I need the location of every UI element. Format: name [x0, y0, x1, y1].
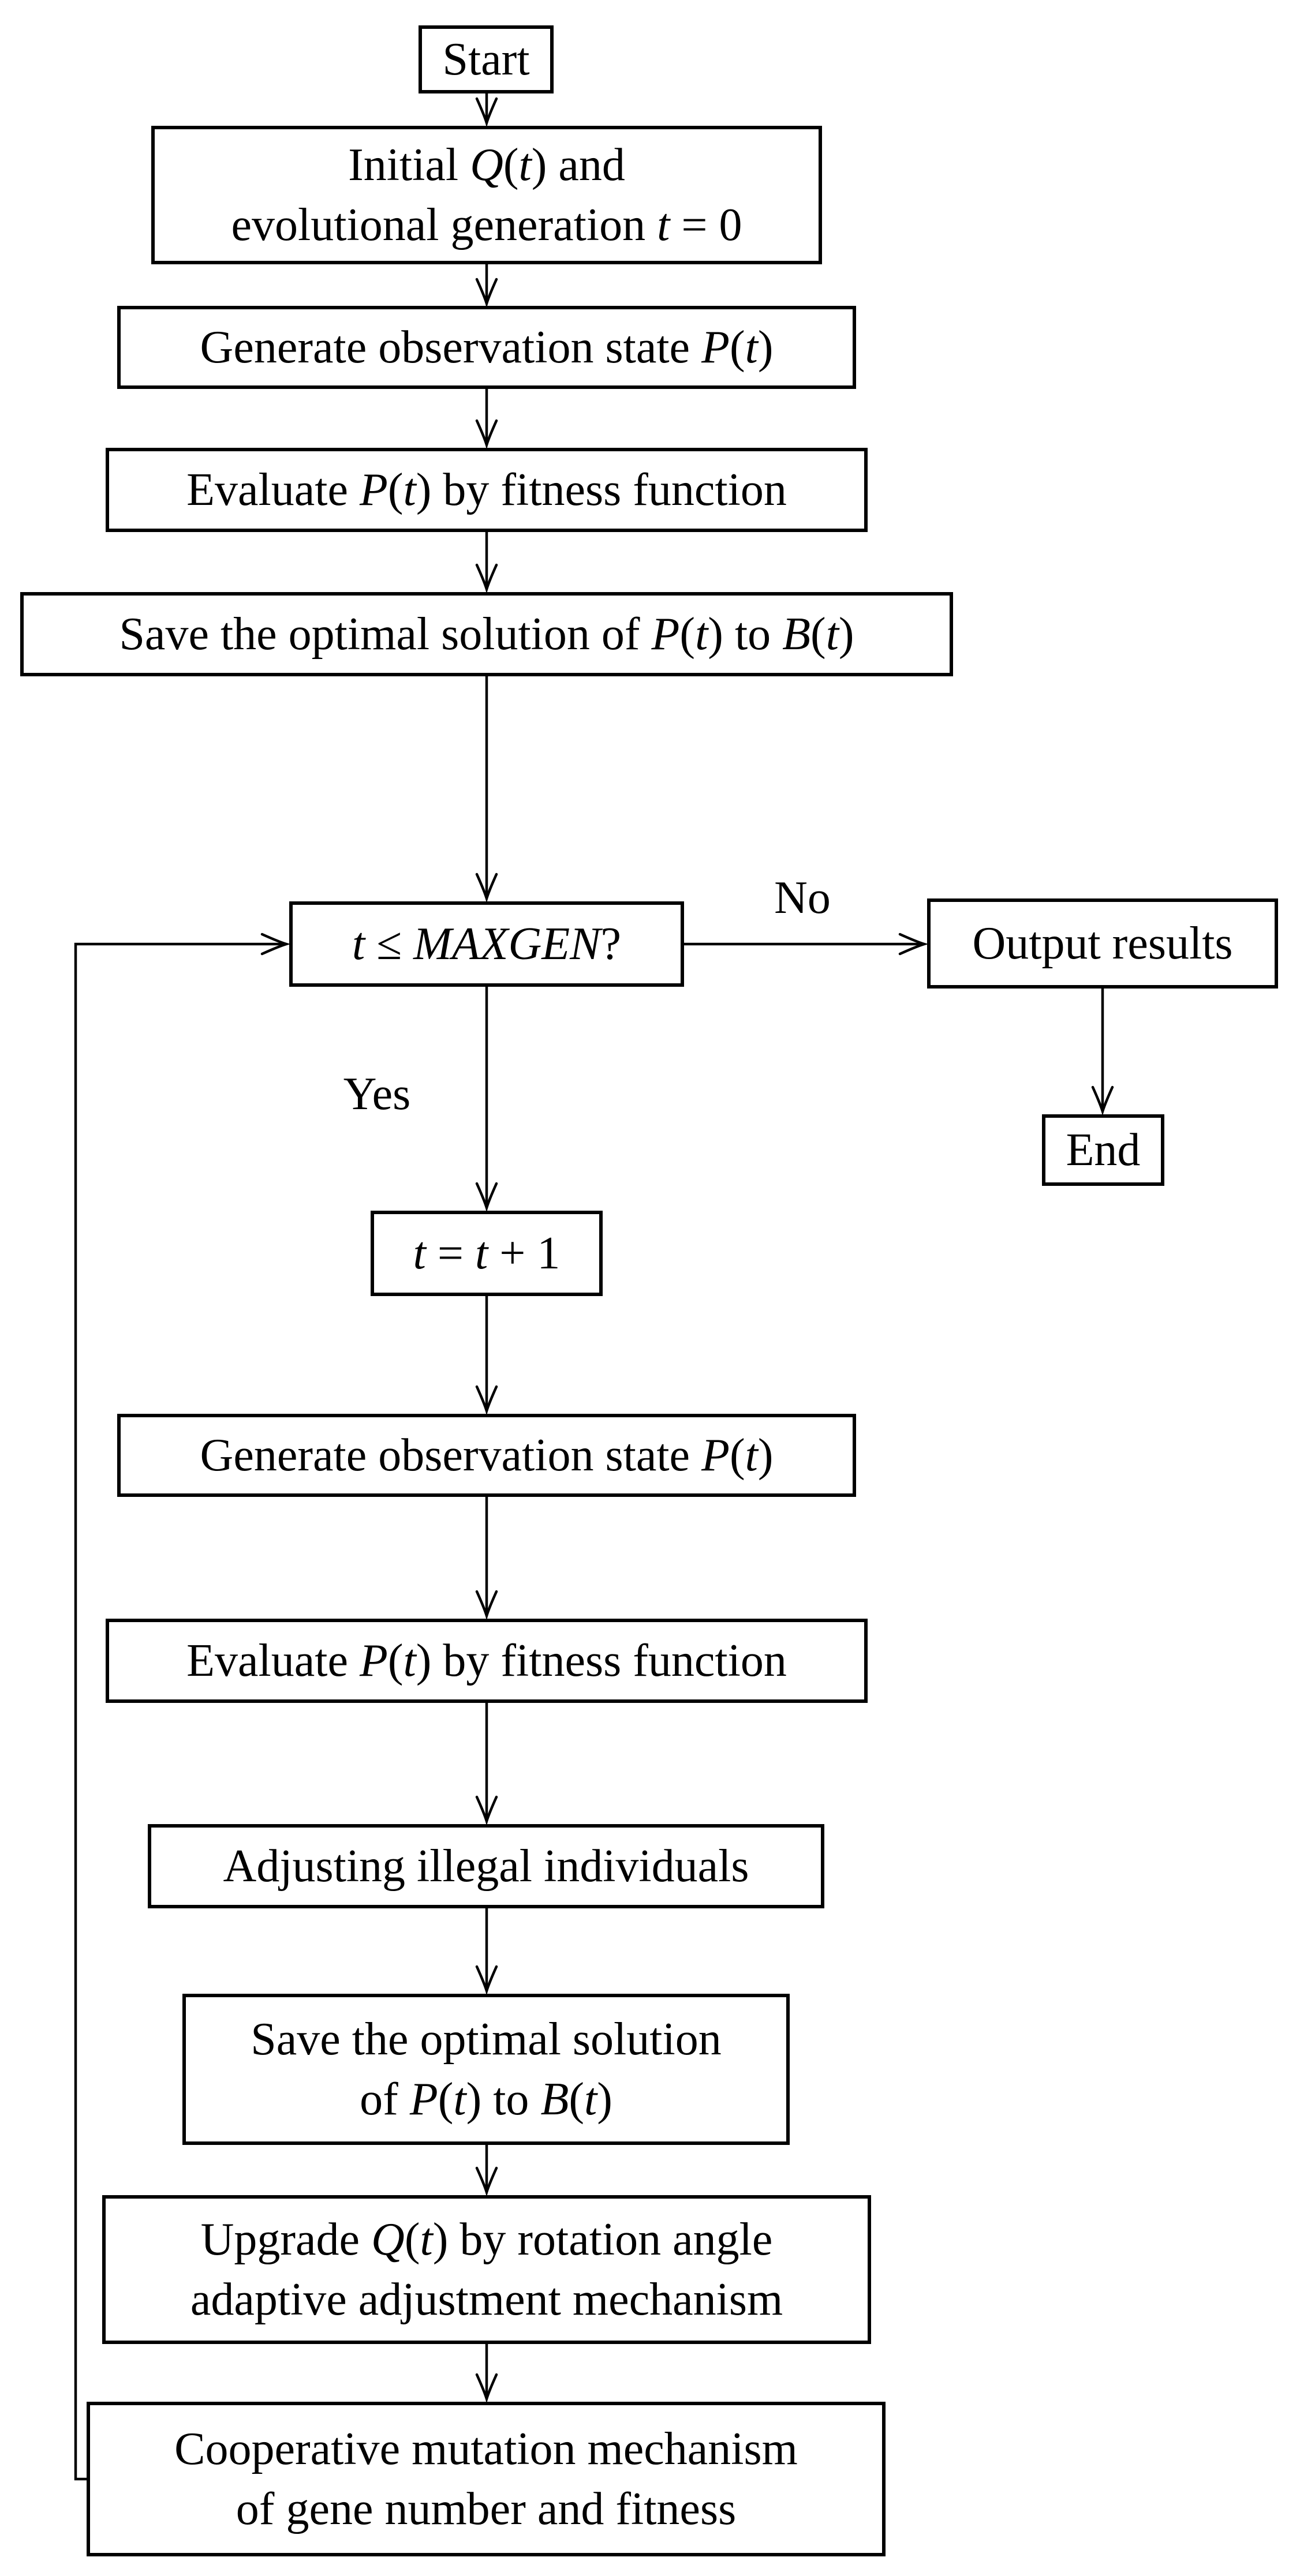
edge-label-no: No [774, 873, 831, 923]
edge-label-yes: Yes [343, 1069, 411, 1119]
node-end: End [1042, 1114, 1164, 1186]
node-start: Start [419, 25, 554, 93]
node-evaluate-1: Evaluate P(t) by fitness function [106, 448, 868, 532]
node-save-1: Save the optimal solution of P(t) to B(t… [20, 592, 953, 676]
node-generate-2: Generate observation state P(t) [117, 1414, 856, 1497]
node-evaluate-2: Evaluate P(t) by fitness function [106, 1619, 868, 1703]
node-output-results: Output results [927, 898, 1278, 989]
node-generate-1: Generate observation state P(t) [117, 306, 856, 389]
node-decision-maxgen: t ≤ MAXGEN? [289, 901, 684, 987]
node-increment: t = t + 1 [371, 1211, 603, 1296]
node-adjust-illegal: Adjusting illegal individuals [148, 1824, 824, 1908]
